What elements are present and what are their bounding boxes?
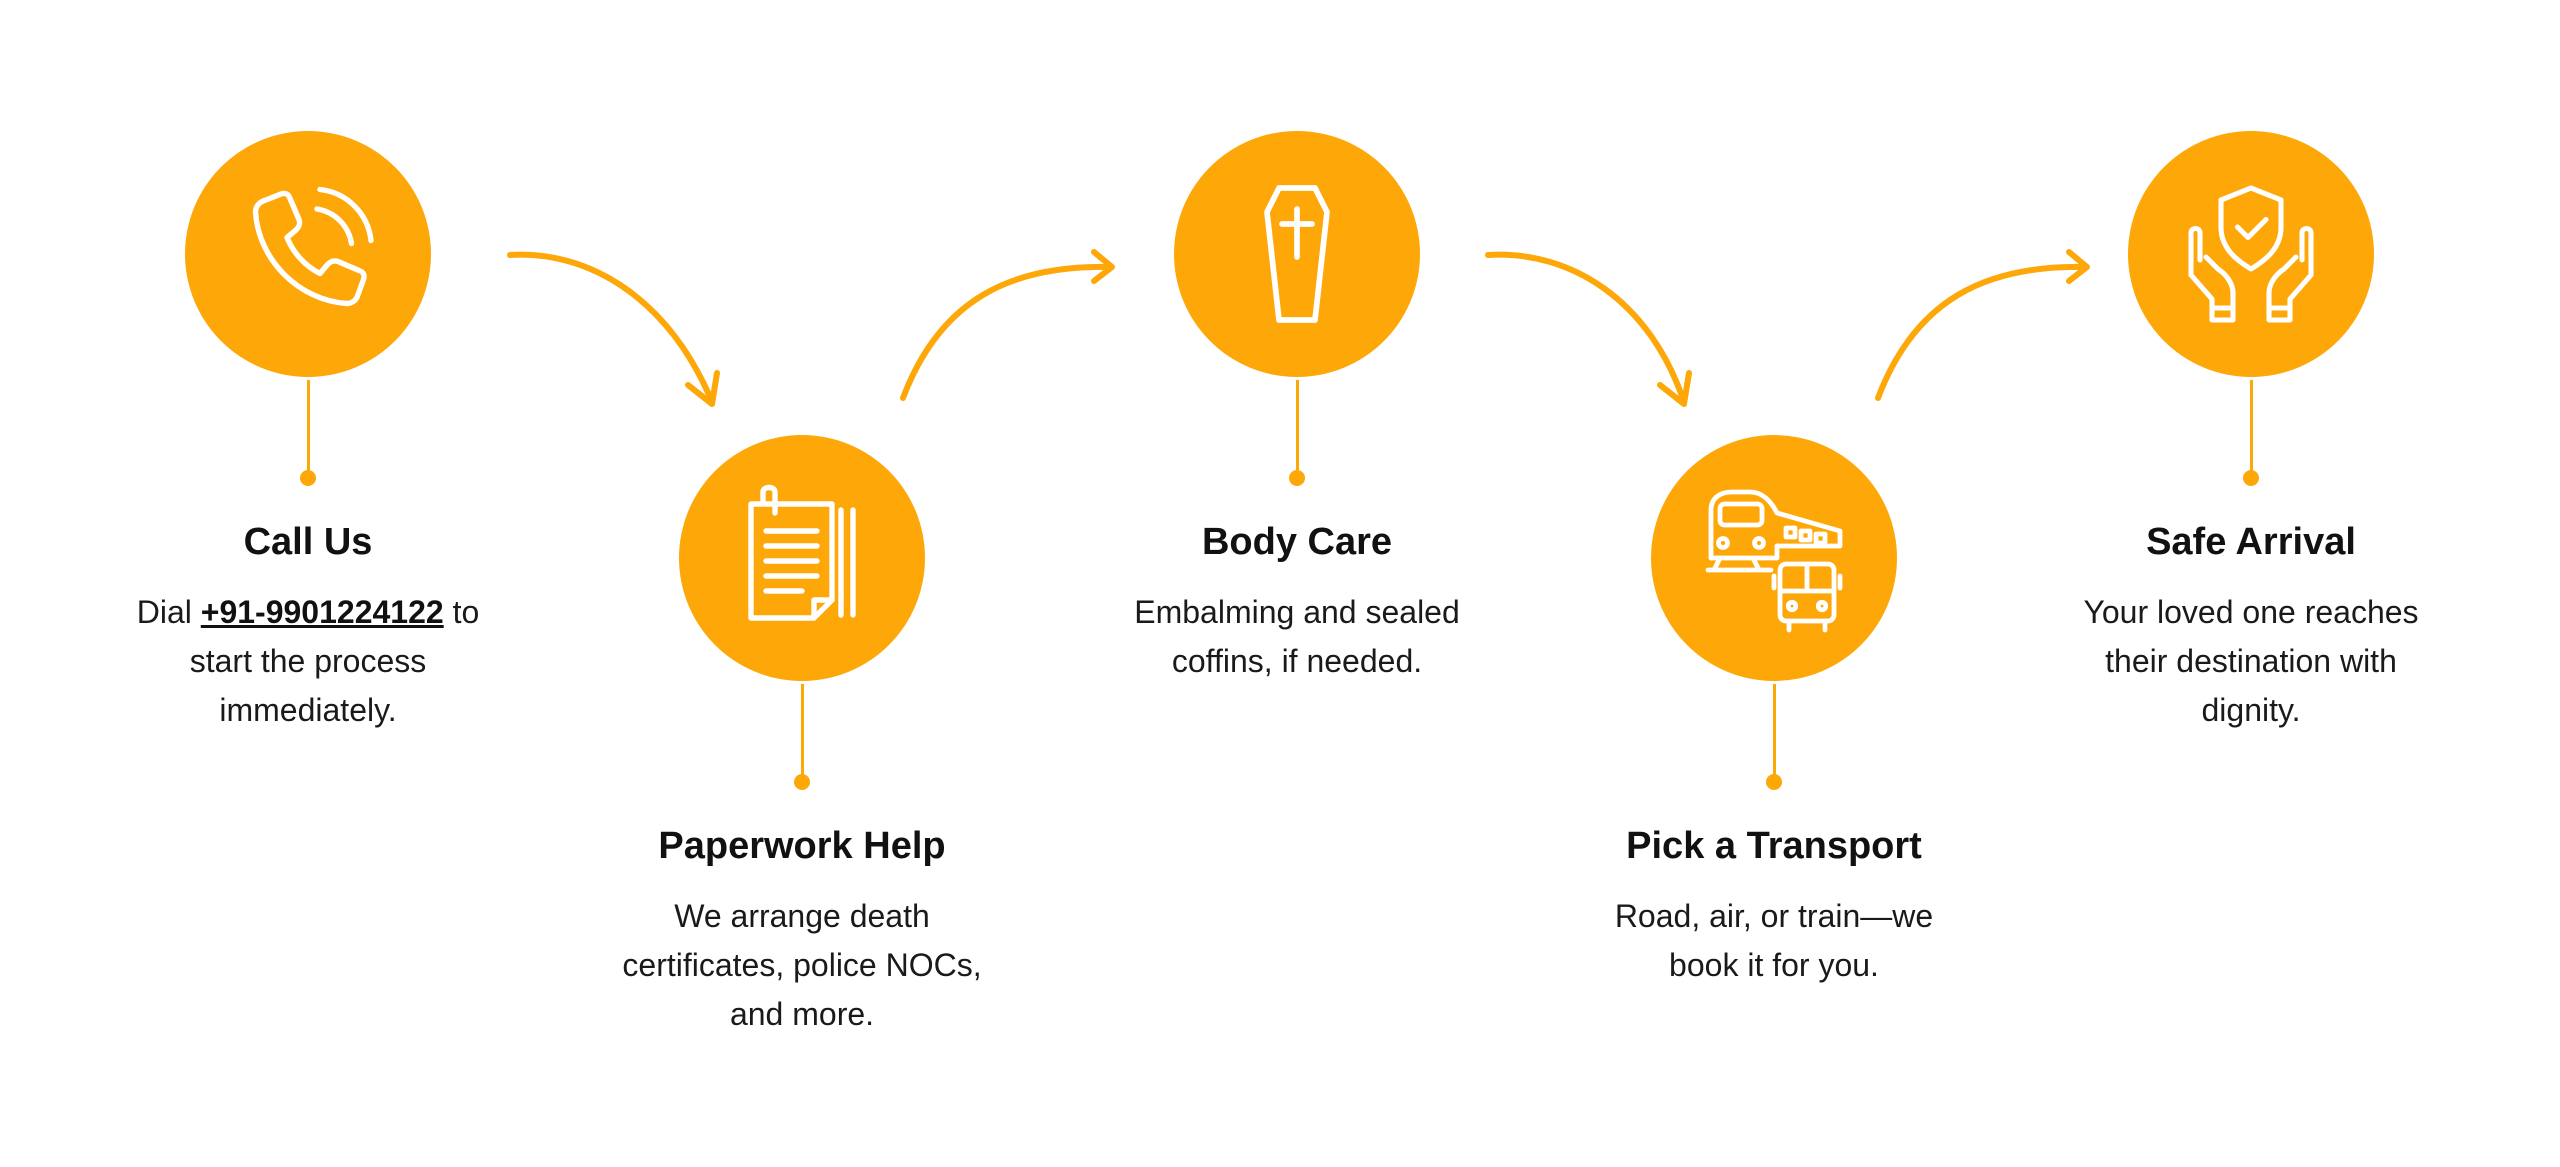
step-paperwork-help: Paperwork Help We arrange death certific… (582, 435, 1022, 1039)
shield-hands-icon (2188, 185, 2314, 323)
step-dot (1289, 470, 1305, 486)
arrow-1-to-2 (507, 251, 715, 405)
phone-icon (252, 186, 374, 307)
step-dot (794, 774, 810, 790)
step-circle (1651, 435, 1897, 681)
step-safe-arrival: Safe Arrival Your loved one reaches thei… (2031, 131, 2471, 735)
step-circle (679, 435, 925, 681)
step-title: Call Us (243, 521, 373, 563)
train-bus-icon (1705, 489, 1843, 633)
step-stem (2249, 380, 2253, 478)
phone-number-link[interactable]: +91-9901224122 (200, 594, 444, 630)
documents-icon (748, 484, 856, 621)
step-description: Road, air, or train—we book it for you. (1614, 898, 1934, 983)
desc-suffix: to start the process immediately. (189, 594, 480, 728)
step-dot (2243, 470, 2259, 486)
desc-prefix: Dial (136, 594, 192, 630)
step-circle (1174, 131, 1420, 377)
step-title: Safe Arrival (2146, 521, 2356, 563)
step-title: Pick a Transport (1626, 825, 1922, 867)
step-title: Body Care (1201, 521, 1393, 563)
step-stem (306, 380, 310, 478)
step-circle (2128, 131, 2374, 377)
coffin-icon (1264, 185, 1330, 323)
step-description: Your loved one reaches their destination… (2083, 594, 2419, 728)
step-dot (1766, 774, 1782, 790)
step-description: We arrange death certificates, police NO… (622, 898, 982, 1032)
step-stem (800, 684, 804, 782)
step-description: Embalming and sealed coffins, if needed. (1134, 594, 1460, 679)
step-body-care: Body Care Embalming and sealed coffins, … (1077, 131, 1517, 686)
step-description: Dial +91-9901224122 to start the process… (88, 588, 528, 735)
arrow-3-to-4 (1485, 251, 1687, 405)
step-circle (185, 131, 431, 377)
step-stem (1772, 684, 1776, 782)
step-dot (300, 470, 316, 486)
step-call-us: Call Us Dial +91-9901224122 to start the… (88, 131, 528, 735)
step-stem (1295, 380, 1299, 478)
step-pick-transport: Pick a Transport Road, air, or train—we … (1554, 435, 1994, 990)
step-title: Paperwork Help (658, 825, 946, 867)
